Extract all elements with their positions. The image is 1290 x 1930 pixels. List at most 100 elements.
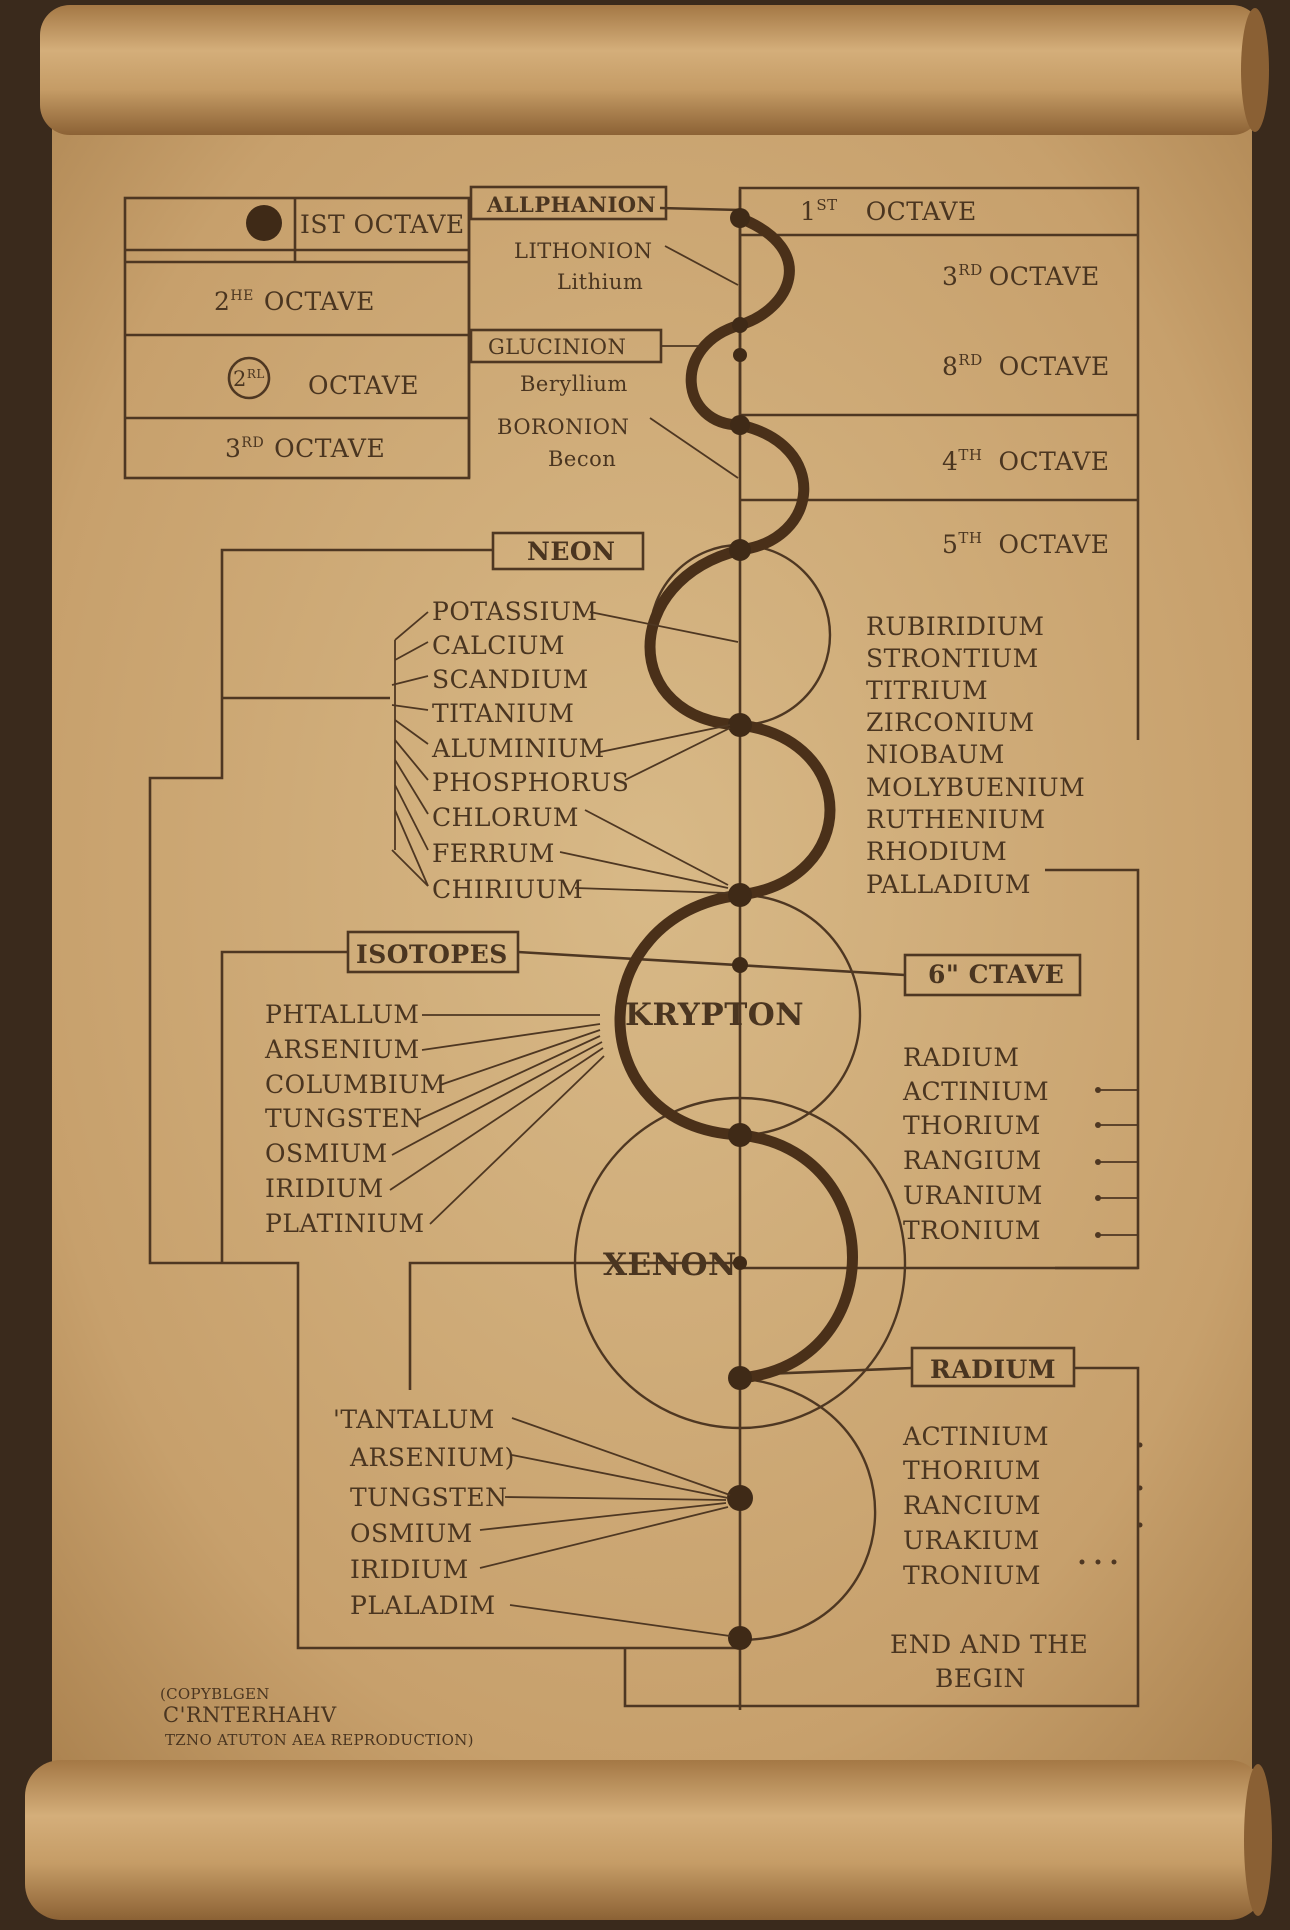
node-glucinion xyxy=(733,348,747,362)
list-item: 'TANTALUM xyxy=(333,1405,495,1434)
list-item: CHLORUM xyxy=(432,803,579,832)
list-item: STRONTIUM xyxy=(866,644,1039,673)
list-item: PHTALLUM xyxy=(265,1000,420,1029)
list-item: PALLADIUM xyxy=(866,870,1031,899)
neon-right-list: RUBIRIDIUM STRONTIUM TITRIUM ZIRCONIUM N… xyxy=(866,612,1085,899)
node-isotopes xyxy=(732,957,748,973)
xenon-right-list: ACTINIUM THORIUM RANCIUM URAKIUM TRONIUM xyxy=(902,1422,1049,1590)
list-item: CHIRIUUM xyxy=(432,875,583,904)
xenon-label: XENON xyxy=(603,1247,737,1283)
boronion-label: BORONION xyxy=(497,415,629,439)
list-item: RUBIRIDIUM xyxy=(866,612,1044,641)
copyright-line1: (COPYBLGEN xyxy=(160,1685,270,1703)
list-item: IRIDIUM xyxy=(265,1174,384,1203)
becon-label: Becon xyxy=(548,447,616,471)
krypton-label: KRYPTON xyxy=(625,997,804,1033)
top-roll xyxy=(40,5,1262,135)
list-item: TITANIUM xyxy=(432,699,574,728)
node-tantalum xyxy=(727,1485,753,1511)
leader-lines xyxy=(389,245,1138,1637)
left-first-octave: IST OCTAVE xyxy=(300,210,465,239)
parchment-sheet xyxy=(52,95,1252,1820)
node-krypton-bottom xyxy=(728,1123,752,1147)
list-item: RHODIUM xyxy=(866,837,1007,866)
node-xenon xyxy=(733,1256,747,1270)
list-item: TUNGSTEN xyxy=(350,1483,508,1512)
node-glucinion-upper xyxy=(732,317,748,333)
list-item: TRONIUM xyxy=(903,1561,1041,1590)
node-neon-mid xyxy=(728,713,752,737)
right-dots xyxy=(1079,1087,1143,1565)
node-glucinion-dot xyxy=(246,205,282,241)
list-item: RANGIUM xyxy=(903,1146,1042,1175)
end-begin-line2: BEGIN xyxy=(935,1664,1026,1693)
beryllium-label: Beryllium xyxy=(520,372,628,396)
sixth-octave-label: 6" CTAVE xyxy=(928,960,1064,989)
node-plaladim xyxy=(728,1626,752,1650)
list-item: ARSENIUM) xyxy=(349,1443,515,1472)
list-item: TITRIUM xyxy=(866,676,988,705)
list-item: ARSENIUM xyxy=(264,1035,420,1064)
isotopes-label: ISOTOPES xyxy=(356,940,508,969)
node-chiriuum xyxy=(728,883,752,907)
xenon-left-list: 'TANTALUM ARSENIUM) TUNGSTEN OSMIUM IRID… xyxy=(333,1405,515,1620)
list-item: THORIUM xyxy=(903,1456,1041,1485)
list-item: TRONIUM xyxy=(903,1216,1041,1245)
top-roll-end xyxy=(1241,8,1269,132)
list-item: MOLYBUENIUM xyxy=(866,773,1085,802)
list-item: IRIDIUM xyxy=(350,1555,469,1584)
list-item: CALCIUM xyxy=(432,631,565,660)
end-begin-line1: END AND THE xyxy=(890,1630,1088,1659)
bottom-roll xyxy=(25,1760,1265,1920)
left-second-octave-b-circle: 2RL xyxy=(233,367,265,391)
list-item: OSMIUM xyxy=(265,1139,388,1168)
list-item: ALUMINIUM xyxy=(431,734,605,763)
node-radium xyxy=(728,1366,752,1390)
list-item: ACTINIUM xyxy=(902,1077,1049,1106)
krypton-right-list: RADIUM ACTINIUM THORIUM RANGIUM URANIUM … xyxy=(902,1043,1049,1245)
list-item: ACTINIUM xyxy=(902,1422,1049,1451)
list-item: THORIUM xyxy=(903,1111,1041,1140)
lithonion-label: LITHONION xyxy=(514,239,653,263)
list-item: URANIUM xyxy=(903,1181,1043,1210)
list-item: TUNGSTEN xyxy=(265,1104,423,1133)
node-neon xyxy=(729,539,751,561)
list-item: OSMIUM xyxy=(350,1519,473,1548)
krypton-left-list: PHTALLUM ARSENIUM COLUMBIUM TUNGSTEN OSM… xyxy=(264,1000,446,1238)
neon-label: NEON xyxy=(527,537,616,566)
list-item: PHOSPHORUS xyxy=(432,768,629,797)
list-item: NIOBAUM xyxy=(866,740,1005,769)
neon-left-list: POTASSIUM CALCIUM SCANDIUM TITANIUM ALUM… xyxy=(431,597,629,904)
allphanion-label: ALLPHANION xyxy=(486,192,656,217)
list-item: RANCIUM xyxy=(903,1491,1041,1520)
list-item: COLUMBIUM xyxy=(265,1070,446,1099)
list-item: ZIRCONIUM xyxy=(866,708,1035,737)
list-item: POTASSIUM xyxy=(432,597,598,626)
left-second-octave-b: OCTAVE xyxy=(308,371,419,400)
lithium-label: Lithium xyxy=(557,270,643,294)
list-item: PLALADIM xyxy=(350,1591,496,1620)
list-item: RUTHENIUM xyxy=(866,805,1046,834)
bottom-roll-end xyxy=(1244,1764,1272,1916)
copyright-line2: C'RNTERHAHV xyxy=(163,1703,337,1727)
copyright-line3: TZNO ATUTON AEA REPRODUCTION) xyxy=(165,1731,474,1749)
list-item: PLATINIUM xyxy=(265,1209,425,1238)
radium-box-label: RADIUM xyxy=(930,1355,1056,1384)
list-item: RADIUM xyxy=(903,1043,1019,1072)
list-item: SCANDIUM xyxy=(432,665,589,694)
glucinion-label: GLUCINION xyxy=(488,335,626,359)
second-octave-circle xyxy=(227,356,271,400)
axis-nodes xyxy=(246,205,753,1650)
list-item: FERRUM xyxy=(432,839,555,868)
node-boronion xyxy=(730,415,750,435)
list-item: URAKIUM xyxy=(903,1526,1040,1555)
